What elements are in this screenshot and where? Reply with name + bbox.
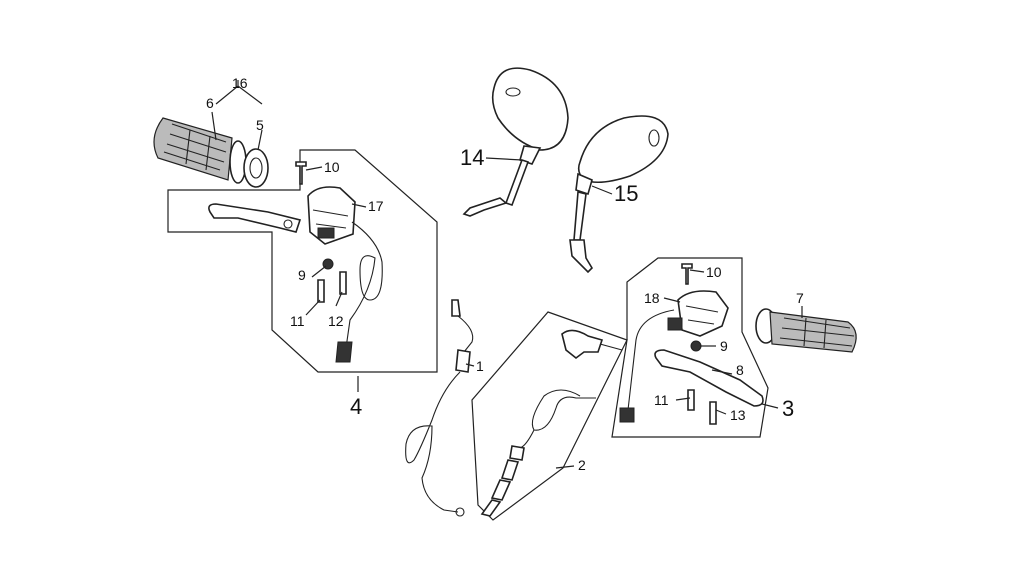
- callout-11-left: 11: [290, 313, 305, 329]
- right-grip: [755, 308, 857, 353]
- callout-15: 15: [614, 181, 638, 206]
- callout-14: 14: [460, 145, 484, 170]
- callout-7: 7: [796, 290, 804, 306]
- callout-4: 4: [350, 394, 362, 419]
- right-switch-housing: [619, 290, 729, 423]
- callout-9-left: 9: [298, 267, 306, 283]
- callout-10-left: 10: [324, 159, 340, 175]
- throttle-cable: [405, 299, 474, 517]
- callout-10-right: 10: [706, 264, 722, 280]
- left-switch-housing: [307, 186, 383, 363]
- right-brake-lever: [654, 349, 764, 407]
- callout-6: 6: [206, 95, 214, 111]
- callout-labels: 16 6 5 10 17 9 11 12 4 14 15 1 2 10 18 7…: [206, 75, 804, 473]
- callout-5: 5: [256, 117, 264, 133]
- right-mirror: [569, 115, 669, 274]
- callout-16: 16: [232, 75, 248, 91]
- callout-18: 18: [644, 290, 660, 306]
- callout-3: 3: [782, 396, 794, 421]
- assembly-outline-right: [611, 257, 769, 438]
- callout-9-right: 9: [720, 338, 728, 354]
- left-grip: [153, 117, 269, 188]
- callout-1: 1: [476, 358, 484, 374]
- callout-13: 13: [730, 407, 746, 423]
- callout-11-right: 11: [654, 392, 669, 408]
- callout-12: 12: [328, 313, 344, 329]
- callout-17: 17: [368, 198, 384, 214]
- brake-cable-assembly: [480, 329, 623, 517]
- right-hardware: [681, 263, 717, 425]
- callout-2: 2: [578, 457, 586, 473]
- left-mirror: [462, 67, 569, 217]
- callout-8: 8: [736, 362, 744, 378]
- leader-lines: [211, 80, 803, 469]
- left-brake-lever: [208, 203, 302, 233]
